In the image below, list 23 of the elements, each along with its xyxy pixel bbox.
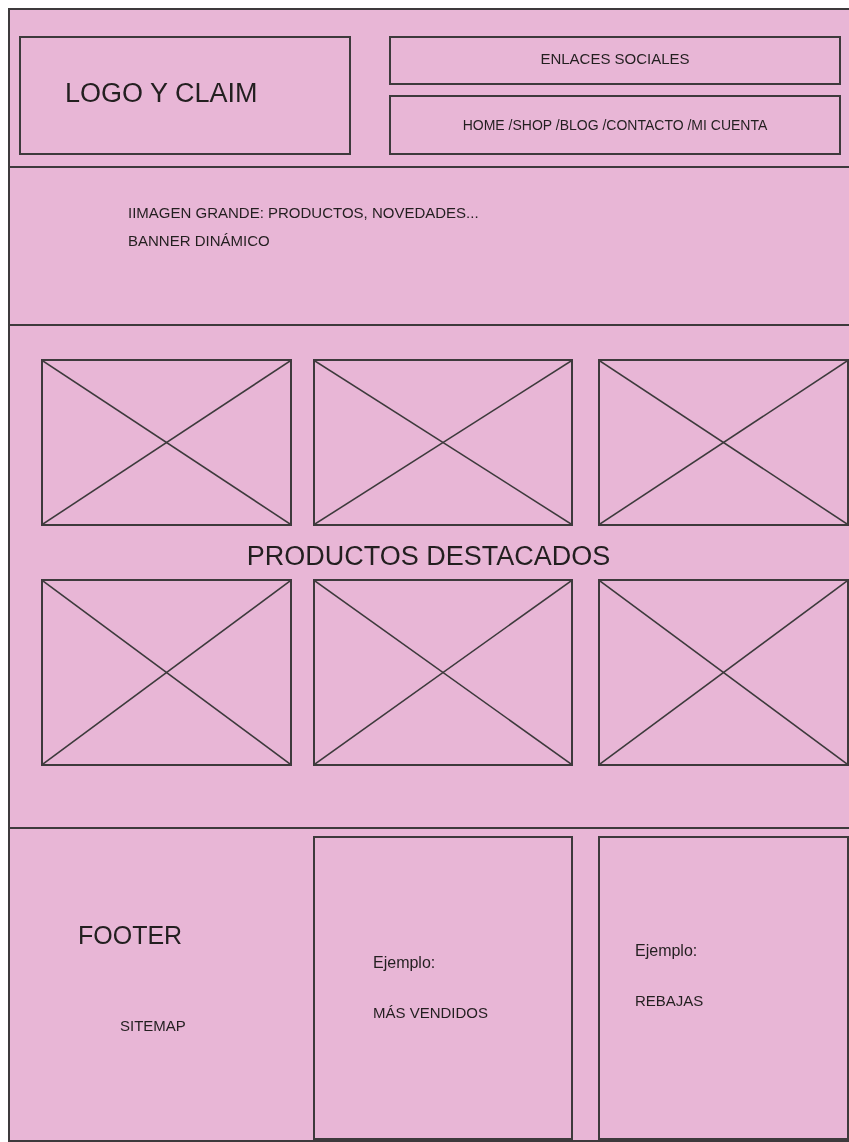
content-box	[389, 36, 841, 85]
content-box	[598, 836, 849, 1140]
label-text: SITEMAP	[120, 1017, 186, 1035]
section-heading: PRODUCTOS DESTACADOS	[245, 541, 612, 573]
label-text: MÁS VENDIDOS	[373, 1004, 489, 1022]
section-heading: FOOTER	[78, 921, 183, 950]
label-text: Ejemplo:	[373, 954, 436, 973]
content-box	[313, 836, 573, 1140]
content-box	[19, 36, 351, 155]
label-text: Ejemplo:	[635, 942, 698, 961]
label-text: BANNER DINÁMICO	[128, 232, 270, 250]
image-placeholder	[313, 359, 573, 526]
image-placeholder	[313, 579, 573, 766]
image-placeholder	[41, 579, 292, 766]
label-text: ENLACES SOCIALES	[539, 50, 691, 68]
label-text: IIMAGEN GRANDE: PRODUCTOS, NOVEDADES...	[128, 204, 479, 222]
label-text: REBAJAS	[635, 992, 704, 1010]
image-placeholder	[598, 579, 849, 766]
label-text: HOME /SHOP /BLOG /CONTACTO /MI CUENTA	[461, 117, 769, 134]
section-heading: LOGO Y CLAIM	[65, 78, 258, 110]
content-box	[389, 95, 841, 155]
image-placeholder	[41, 359, 292, 526]
image-placeholder	[598, 359, 849, 526]
